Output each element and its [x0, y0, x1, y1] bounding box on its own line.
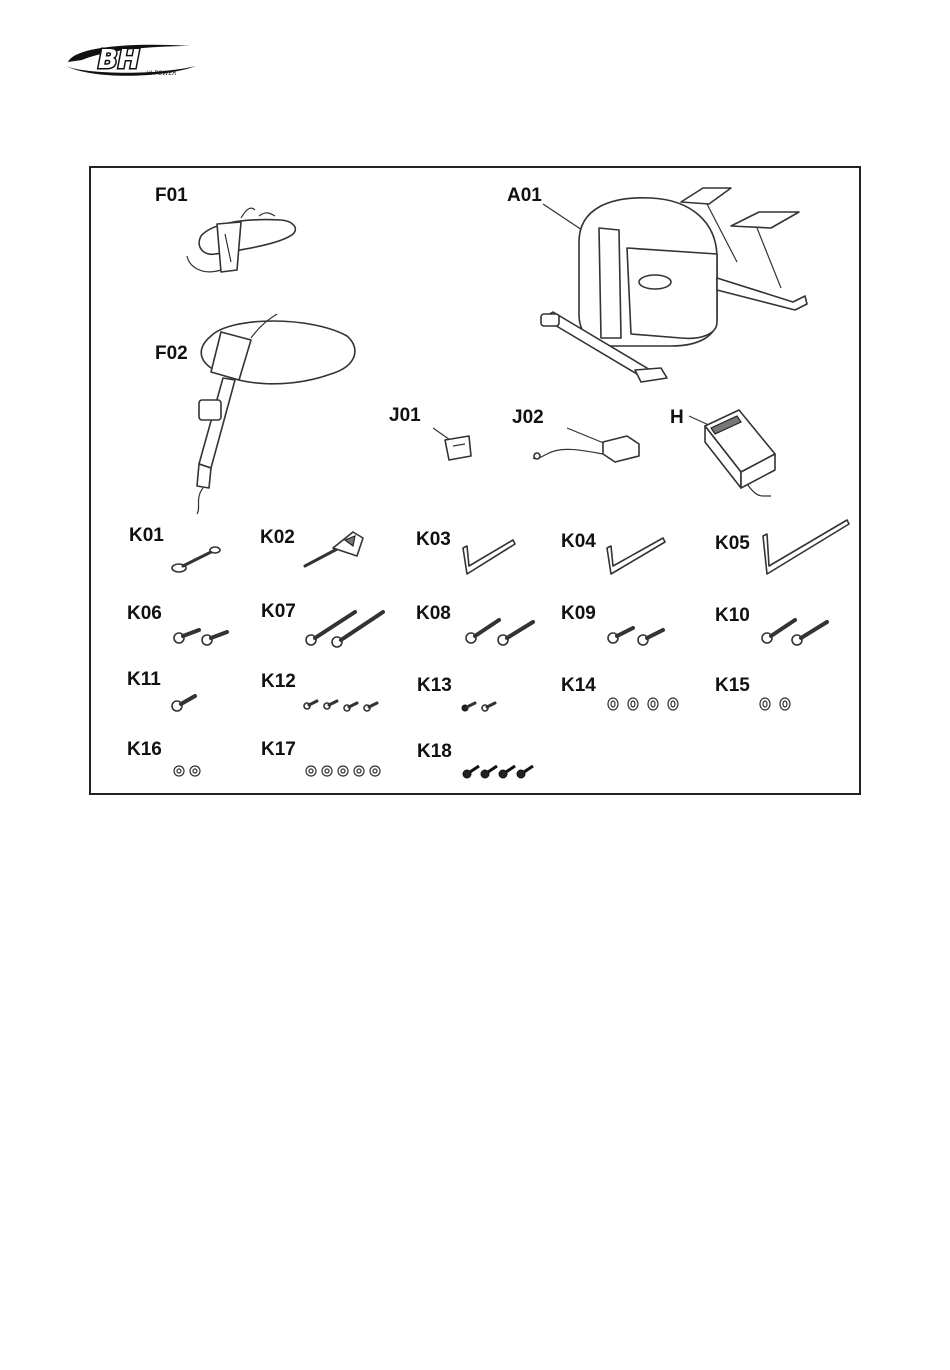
label-k13: K13 [417, 676, 452, 695]
part-k15-washers [757, 694, 797, 714]
part-k07-long-bolts [303, 604, 387, 648]
part-f01-handlebar [181, 204, 311, 284]
part-k18-black-screws [461, 760, 537, 782]
part-j01-cover [431, 424, 481, 469]
part-k13-screws [461, 696, 501, 714]
label-k18: K18 [417, 742, 452, 761]
part-a01-main-frame [531, 178, 831, 393]
part-k14-washers [605, 694, 685, 714]
bh-logo: BH HI POWER [64, 40, 200, 80]
label-k17: K17 [261, 740, 296, 759]
label-k02: K02 [260, 528, 295, 547]
svg-text:HI POWER: HI POWER [146, 70, 176, 77]
part-k06-bolts [171, 618, 235, 646]
label-k09: K09 [561, 604, 596, 623]
parts-diagram-frame: F01 A01 F02 J01 [89, 166, 861, 795]
part-k09-bolts [605, 618, 669, 646]
part-k12-screws [303, 694, 383, 714]
part-k05-hex-key [757, 518, 853, 578]
label-k05: K05 [715, 534, 750, 553]
label-k03: K03 [416, 530, 451, 549]
part-h-console [687, 404, 787, 514]
part-k01-wrench [171, 542, 221, 574]
part-k03-hex-key [459, 538, 519, 578]
part-k02-screwdriver [303, 526, 367, 572]
label-k01: K01 [129, 526, 164, 545]
label-k04: K04 [561, 532, 596, 551]
label-f01: F01 [155, 186, 188, 205]
label-k07: K07 [261, 602, 296, 621]
label-k08: K08 [416, 604, 451, 623]
part-k17-nuts [303, 762, 387, 780]
label-k10: K10 [715, 606, 750, 625]
part-k16-nuts [171, 762, 207, 780]
part-k10-bolts [759, 612, 833, 646]
part-k08-bolts [463, 612, 537, 646]
label-k11: K11 [127, 670, 161, 689]
label-k16: K16 [127, 740, 162, 759]
part-k11-bolt [171, 690, 201, 714]
part-f02-handlebar-post [181, 308, 361, 518]
label-h: H [670, 408, 684, 427]
label-k12: K12 [261, 672, 296, 691]
svg-text:BH: BH [98, 45, 140, 75]
part-j02-power-adapter [531, 424, 651, 474]
label-k14: K14 [561, 676, 596, 695]
label-k06: K06 [127, 604, 162, 623]
part-k04-hex-key [603, 538, 669, 578]
label-k15: K15 [715, 676, 750, 695]
label-j01: J01 [389, 406, 421, 425]
